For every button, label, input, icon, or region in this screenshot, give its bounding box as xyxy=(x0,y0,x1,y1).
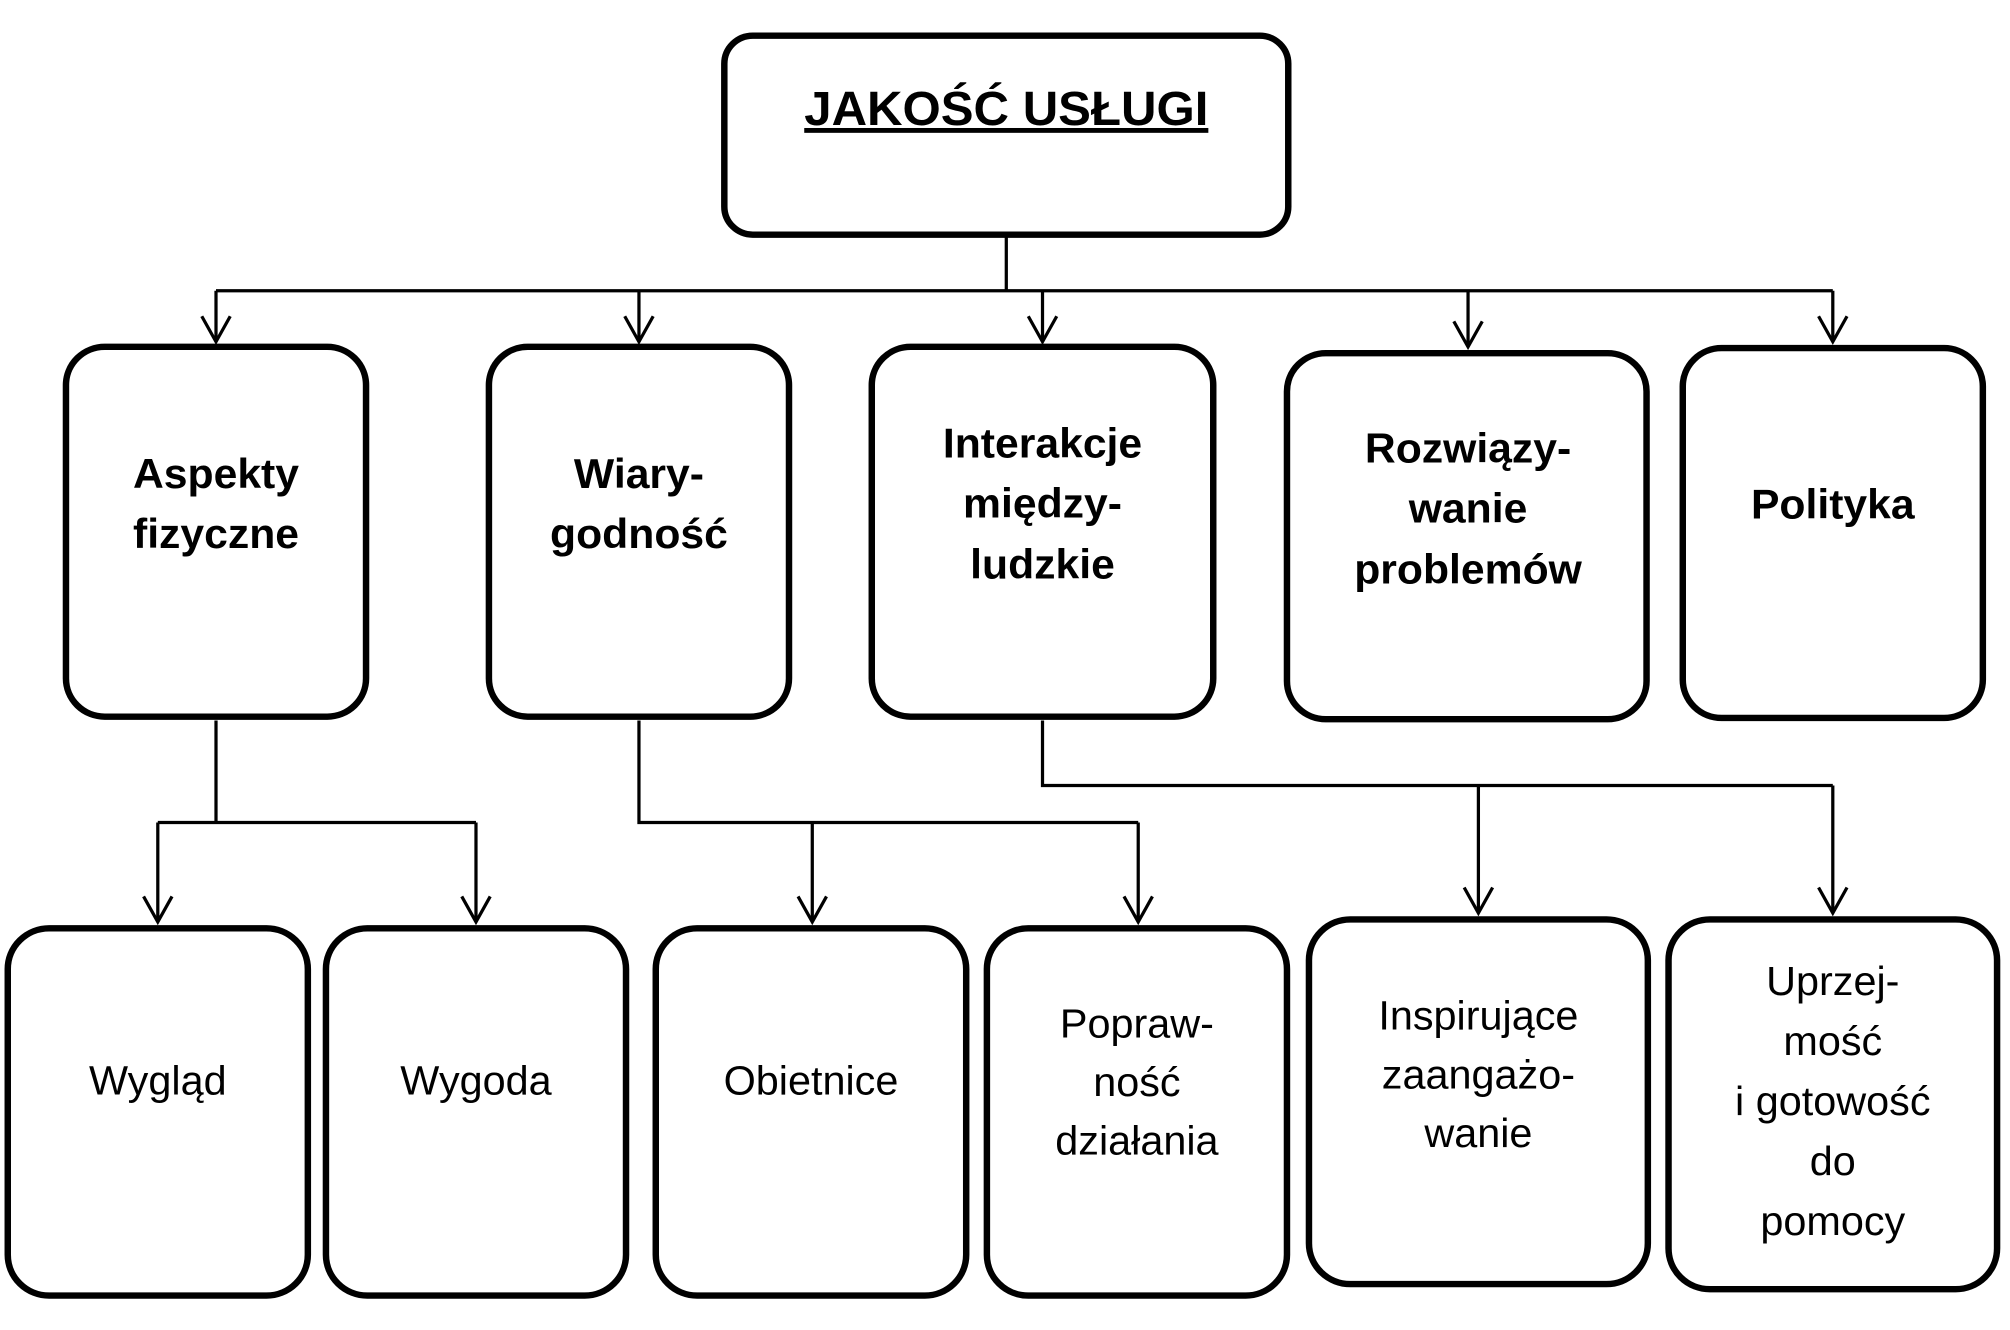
category-box xyxy=(868,343,1217,720)
subcategory-node-inspirujace: Inspirujące zaangażo- wanie xyxy=(1305,916,1652,1288)
category-node-wiarygodnosc: Wiary- godność xyxy=(485,343,793,720)
category-label-line: wanie xyxy=(1408,485,1528,532)
subcategory-label-line: i gotowość xyxy=(1735,1078,1930,1124)
interakcje-connectors xyxy=(1040,720,1849,917)
root-box xyxy=(721,32,1292,238)
category-node-rozwiazywanie: Rozwiązy- wanie problemów xyxy=(1283,350,1650,723)
subcategory-label-line: mość xyxy=(1783,1018,1882,1064)
subcategory-node-poprawnosc: Popraw- ność działania xyxy=(983,925,1291,1299)
subcategory-label-line: ność xyxy=(1093,1059,1180,1105)
wiarygodnosc-connectors xyxy=(637,720,1154,926)
subcategory-box xyxy=(652,925,970,1299)
subcategory-node-obietnice: Obietnice xyxy=(652,925,970,1299)
category-label-line: godność xyxy=(550,510,728,557)
category-box xyxy=(485,343,793,720)
root-node: JAKOŚĆ USŁUGI xyxy=(721,32,1292,238)
subcategory-node-wyglad: Wygląd xyxy=(4,925,312,1299)
subcategory-box xyxy=(4,925,312,1299)
category-box xyxy=(1283,350,1650,723)
category-box xyxy=(1679,344,1987,722)
category-node-polityka: Polityka xyxy=(1679,344,1987,722)
aspekty-connectors xyxy=(142,720,492,926)
category-node-interakcje: Interakcje między- ludzkie xyxy=(868,343,1217,720)
category-label-line: ludzkie xyxy=(970,541,1115,588)
subcategory-box xyxy=(1665,916,2001,1293)
category-label-line: problemów xyxy=(1354,546,1583,593)
category-label-line: między- xyxy=(963,480,1122,527)
category-box xyxy=(62,343,370,720)
category-node-aspekty: Aspekty fizyczne xyxy=(62,343,370,720)
subcategory-label-line: Obietnice xyxy=(724,1058,899,1104)
subcategory-label-line: Wygląd xyxy=(89,1058,227,1104)
subcategory-label-line: Popraw- xyxy=(1060,1001,1214,1047)
subcategory-label-line: Wygoda xyxy=(400,1058,552,1104)
subcategory-label-line: pomocy xyxy=(1760,1198,1905,1244)
category-label-line: Rozwiązy- xyxy=(1365,425,1571,472)
subcategory-label-line: wanie xyxy=(1423,1110,1532,1156)
subcategory-node-uprzejmosc: Uprzej- mość i gotowość do pomocy xyxy=(1665,916,2001,1293)
subcategory-label-line: zaangażo- xyxy=(1382,1052,1575,1098)
subcategory-box xyxy=(1305,916,1652,1288)
subcategory-node-wygoda: Wygoda xyxy=(322,925,630,1299)
subcategory-box xyxy=(983,925,1291,1299)
root-label: JAKOŚĆ USŁUGI xyxy=(804,81,1208,136)
category-label-line: Aspekty xyxy=(133,450,299,497)
category-label-line: fizyczne xyxy=(133,510,299,557)
subcategory-label-line: Uprzej- xyxy=(1766,958,1899,1004)
subcategory-label-line: Inspirujące xyxy=(1378,993,1578,1039)
category-label-line: Wiary- xyxy=(574,450,704,497)
root-connectors xyxy=(200,235,1849,351)
subcategory-label-line: do xyxy=(1810,1138,1856,1184)
category-label-line: Polityka xyxy=(1751,481,1915,528)
category-label-line: Interakcje xyxy=(943,420,1142,467)
subcategory-box xyxy=(322,925,630,1299)
subcategory-label-line: działania xyxy=(1055,1118,1218,1164)
